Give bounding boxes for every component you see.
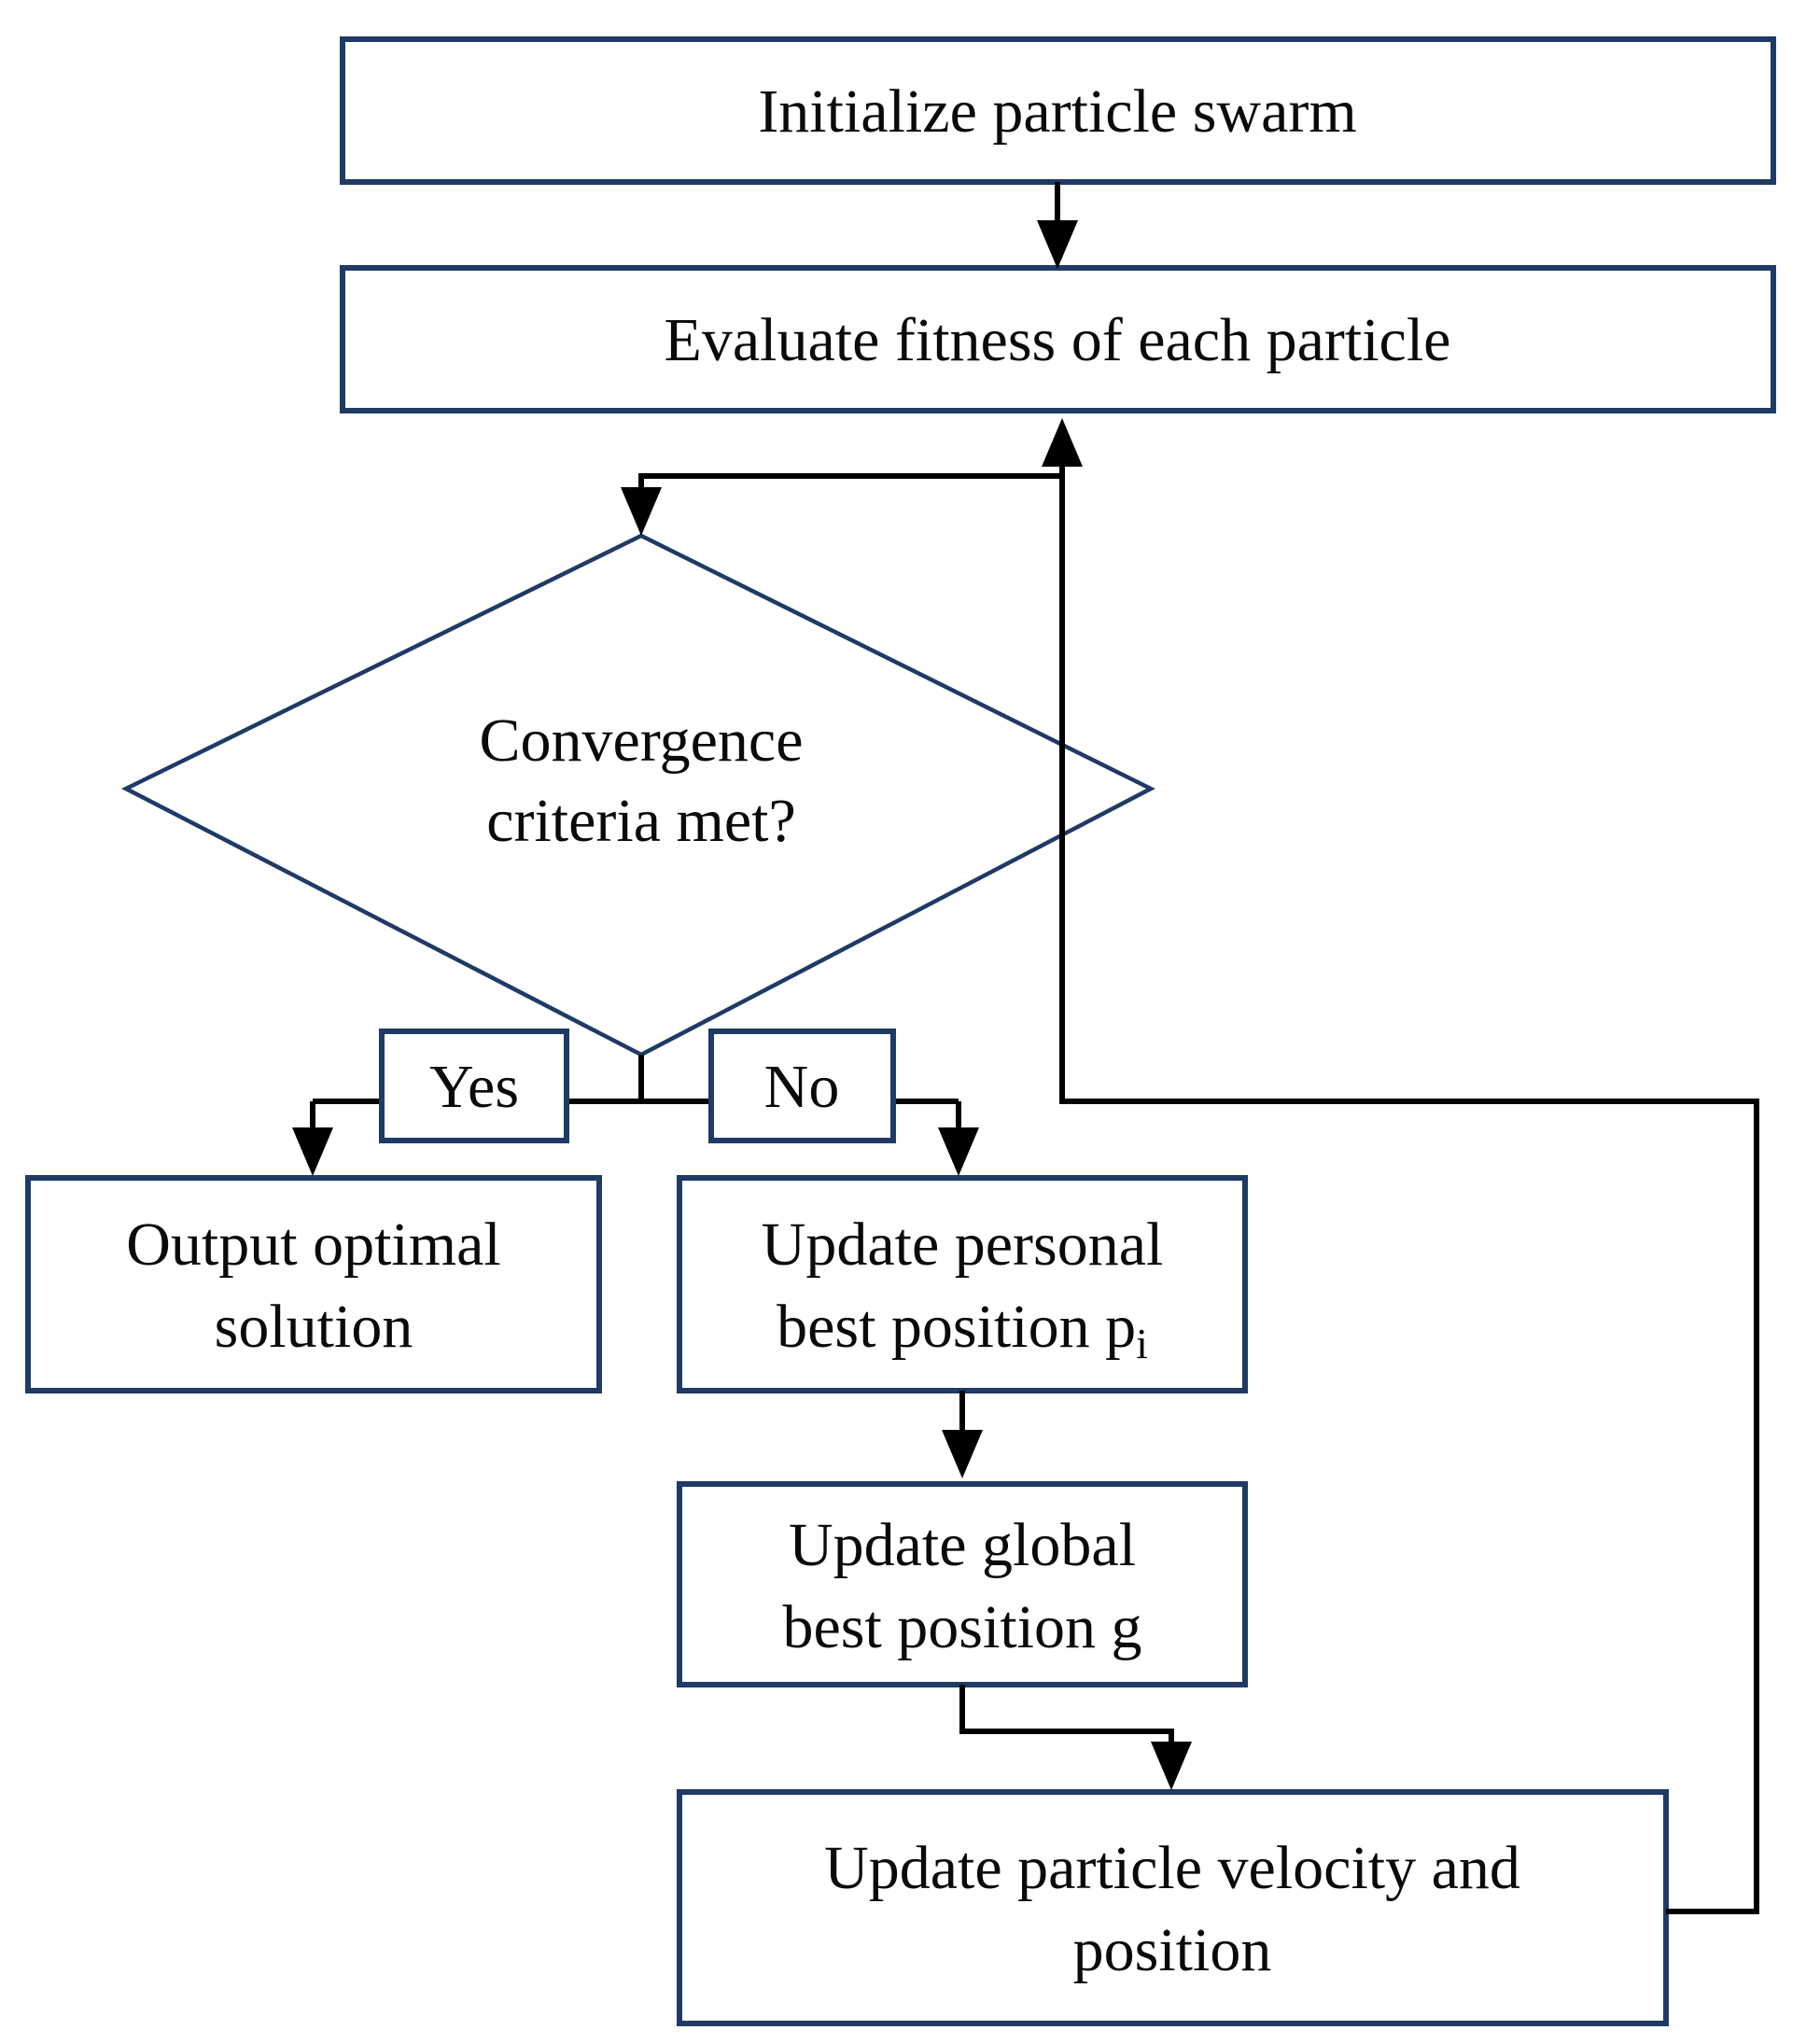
edge-label-yes: Yes: [429, 1053, 519, 1121]
node-evaluate-label: Evaluate fitness of each particle: [665, 306, 1451, 374]
node-velocity-label-line1: Update particle velocity and: [824, 1834, 1520, 1902]
node-global-best-label-line1: Update global: [789, 1511, 1136, 1579]
arrowhead-into-convergence: [621, 487, 662, 536]
node-personal-best-box: [677, 1175, 1248, 1393]
node-personal-best-label-line2: best position pi: [777, 1293, 1148, 1367]
edge-label-no: No: [764, 1053, 840, 1121]
node-initialize-label: Initialize particle swarm: [758, 77, 1356, 146]
arrowhead-loop-into-evaluate: [1042, 418, 1083, 467]
edge-evaluate-to-convergence-line: [638, 473, 1062, 487]
node-initialize-box: [340, 36, 1776, 185]
node-global-best-label-line2: best position g: [782, 1593, 1141, 1661]
node-output-label-line2: solution: [215, 1293, 413, 1361]
node-output-label-line1: Output optimal: [126, 1211, 500, 1279]
edge-velocity-to-evaluate-line: [1059, 467, 1759, 1914]
personal-best-line2-subscript: i: [1136, 1320, 1148, 1367]
node-convergence-label-line1: Convergence: [480, 707, 804, 775]
node-convergence-label-line2: criteria met?: [486, 787, 796, 855]
label-box-yes: [379, 1029, 569, 1143]
arrowhead-no-into-personal: [938, 1127, 979, 1176]
node-velocity-box: [677, 1789, 1669, 2026]
label-box-no: [708, 1029, 896, 1143]
arrowhead-global-into-velocity: [1151, 1742, 1192, 1790]
arrowhead-init-to-evaluate: [1037, 220, 1078, 269]
node-velocity-label-line2: position: [1073, 1916, 1272, 1984]
node-output-box: [25, 1175, 602, 1393]
arrowhead-personal-into-global: [942, 1430, 983, 1478]
personal-best-line2-main: best position p: [777, 1293, 1136, 1361]
node-evaluate-box: [340, 265, 1776, 413]
node-global-best-box: [677, 1481, 1248, 1687]
arrowhead-yes-into-output: [292, 1127, 333, 1176]
node-personal-best-label-line1: Update personal: [762, 1211, 1164, 1279]
edge-global-to-velocity-line: [959, 1685, 1174, 1742]
